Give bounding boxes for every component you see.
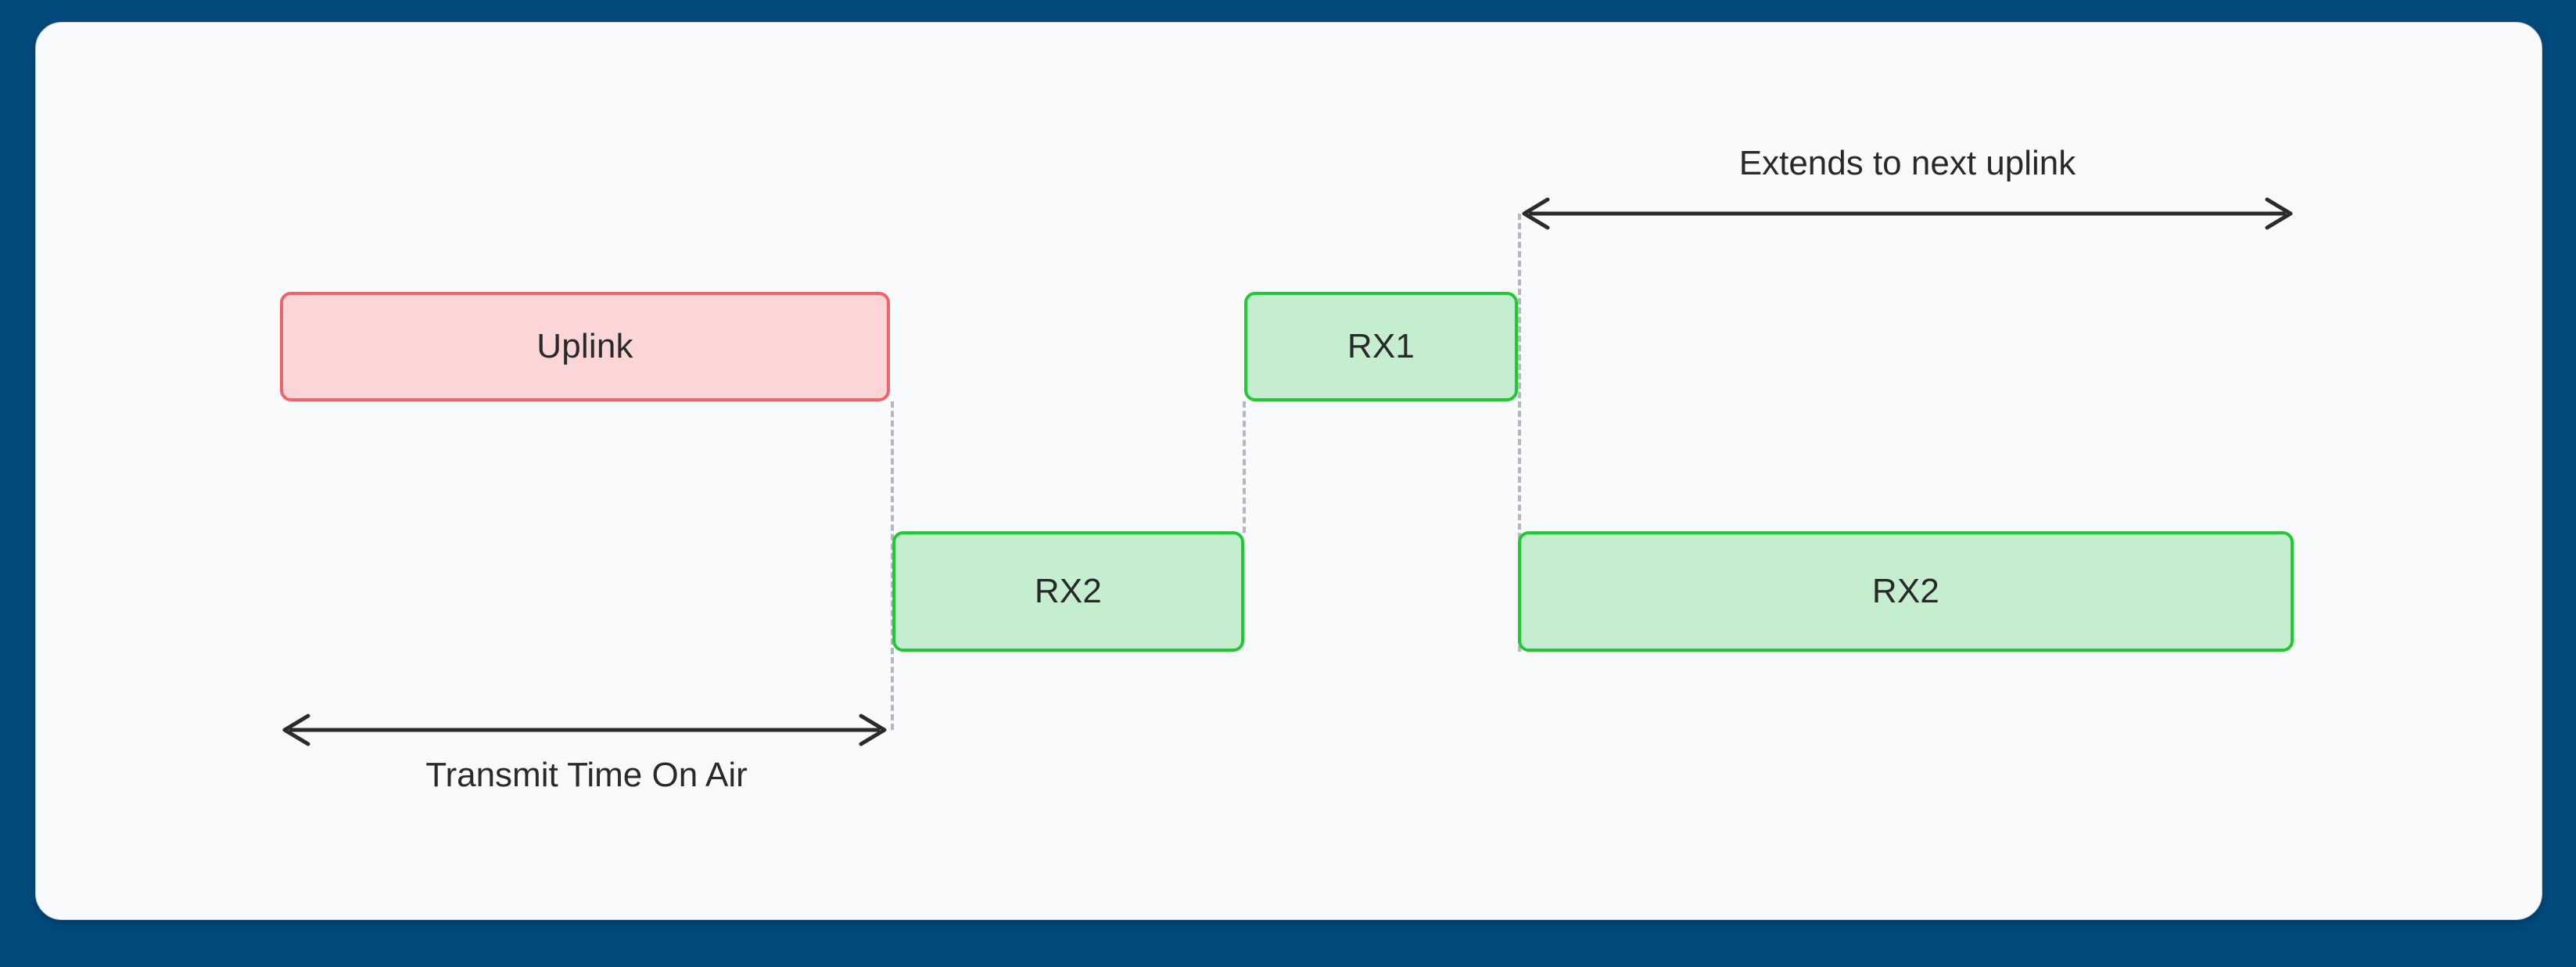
block-uplink-label: Uplink [536,327,633,365]
block-rx1-label: RX1 [1347,327,1415,365]
diagram-card: Uplink RX2 RX1 RX2 Transmit Time On Air [35,22,2542,920]
block-rx2-late[interactable]: RX2 [1518,531,2294,652]
block-uplink[interactable]: Uplink [280,292,890,401]
block-rx2-late-label: RX2 [1871,572,1940,610]
block-rx2-early-label: RX2 [1034,572,1103,610]
guide-line-rx1-end [1518,214,1521,652]
measure-transmit-time-on-air [278,714,891,746]
measure-extends-to-next-uplink [1518,197,2297,230]
caption-extends-to-next-uplink: Extends to next uplink [1738,144,2076,182]
diagram-canvas: Uplink RX2 RX1 RX2 Transmit Time On Air [36,23,2542,919]
guide-line-rx1-start [1243,401,1246,533]
caption-transmit-time-on-air: Transmit Time On Air [425,756,748,794]
block-rx2-early[interactable]: RX2 [892,531,1244,652]
block-rx1[interactable]: RX1 [1244,292,1518,401]
